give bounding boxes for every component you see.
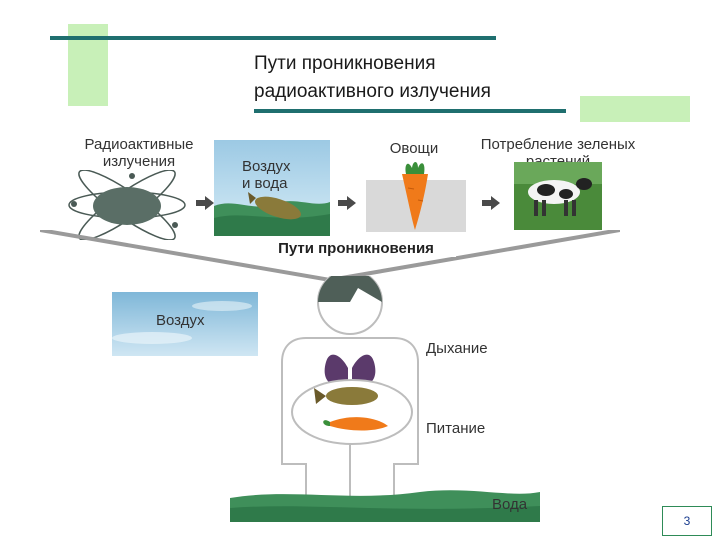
radiation-label-line1: Радиоактивные — [84, 136, 194, 153]
cow-icon — [514, 162, 602, 230]
decor-title-underline — [254, 109, 566, 113]
air-panel: Воздух — [112, 292, 258, 356]
atom-icon — [68, 170, 186, 240]
page-number: 3 — [662, 506, 712, 536]
nutrition-label: Питание — [426, 420, 486, 437]
arrow-right-icon — [196, 196, 214, 210]
slide-title-line2: радиоактивного излучения — [254, 81, 491, 102]
air-water-panel: Воздух и вода — [214, 140, 330, 236]
consumption-label-line1: Потребление зеленых — [480, 136, 636, 153]
air-water-label: Воздух и вода — [242, 158, 312, 192]
decor-green-bar — [580, 96, 690, 122]
decor-top-line — [50, 36, 496, 40]
air-water-scene — [214, 140, 330, 236]
arrow-right-icon — [338, 196, 356, 210]
vegetables-panel — [366, 160, 466, 232]
sky-scene — [112, 292, 258, 356]
air-label: Воздух — [156, 312, 205, 329]
slide-title-line1: Пути проникновения — [254, 53, 436, 74]
radiation-label-line2: излучения — [102, 153, 176, 170]
radiation-label: Радиоактивные излучения — [64, 136, 214, 170]
breathing-label: Дыхание — [426, 340, 488, 357]
slide-title: Пути проникновения радиоактивного излуче… — [254, 50, 634, 106]
human-figure — [230, 276, 540, 522]
carrot-in-soil-icon — [366, 162, 466, 232]
vegetables-label: Овощи — [389, 140, 439, 157]
arrow-right-icon — [482, 196, 500, 210]
pathways-heading: Пути проникновения — [256, 240, 456, 257]
water-label: Вода — [492, 496, 528, 513]
air-water-label-line2: и вода — [242, 175, 288, 192]
air-water-label-line1: Воздух — [242, 158, 291, 175]
cow-panel — [514, 162, 602, 230]
